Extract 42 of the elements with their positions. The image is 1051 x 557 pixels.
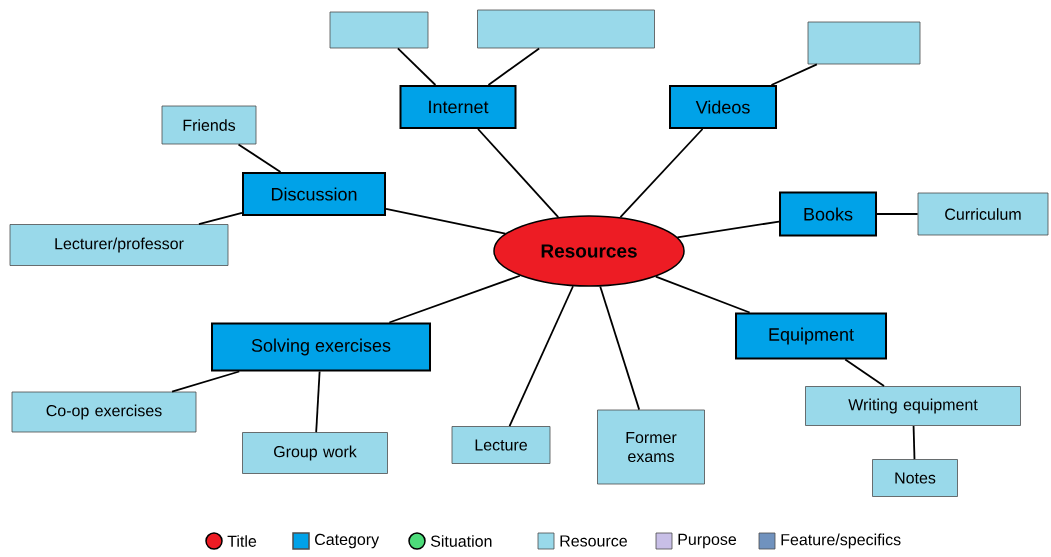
connector-line [237, 143, 282, 173]
category-box: Videos [669, 85, 777, 129]
category-box: Solving exercises [211, 322, 431, 372]
connector-line [912, 425, 916, 460]
resource-box: Notes [872, 459, 958, 497]
connector-line [171, 370, 241, 393]
connector-line [198, 211, 243, 225]
resource-box [477, 9, 655, 49]
legend-label: Purpose [678, 533, 737, 549]
connector-line [654, 275, 751, 314]
legend-label: Resource [560, 535, 627, 547]
connector-line [508, 285, 574, 427]
connector-line [477, 128, 560, 219]
legend-label: Category [315, 533, 380, 549]
connector-line [397, 47, 437, 86]
resource-box: Former exams [597, 409, 705, 485]
resource-box: Lecturer/professor [9, 224, 229, 266]
legend-label: Feature/specifics [781, 533, 901, 549]
connector-line [388, 274, 521, 324]
connector-line [844, 358, 885, 387]
resource-box: Group work [242, 432, 388, 474]
connector-line [599, 285, 641, 411]
category-box: Equipment [735, 312, 887, 360]
category-box: Internet [399, 85, 517, 129]
resource-box: Co-op exercises [11, 391, 197, 433]
connector-line [676, 220, 780, 239]
legend-label: Situation [430, 535, 492, 547]
resource-box: Writing equipment [805, 386, 1021, 426]
resource-box: Curriculum [917, 192, 1049, 236]
connector-line [487, 47, 541, 86]
connector-line [385, 208, 507, 235]
legend-label: Title [227, 535, 257, 547]
connector-line [315, 370, 321, 433]
category-box: Books [779, 191, 877, 237]
resource-box [807, 21, 921, 65]
category-box: Discussion [242, 172, 386, 216]
connector-line [770, 63, 818, 86]
resource-box: Friends [161, 105, 257, 145]
connector-line [876, 213, 919, 215]
resource-box: Lecture [451, 426, 551, 464]
connector-line [619, 128, 704, 219]
resource-box [329, 11, 429, 49]
